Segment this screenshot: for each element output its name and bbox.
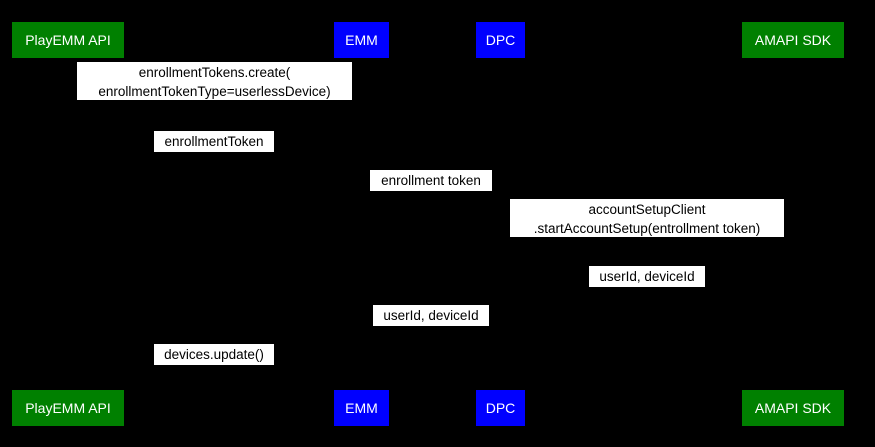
lifeline-dpc — [500, 58, 502, 390]
participant-amapi-sdk-header[interactable]: AMAPI SDK — [742, 22, 844, 58]
participant-label: EMM — [345, 32, 378, 48]
participant-label: EMM — [345, 400, 378, 416]
message-label-msg-3: enrollment token — [370, 170, 492, 191]
participant-playemm-api-header[interactable]: PlayEMM API — [12, 22, 124, 58]
participant-emm-footer[interactable]: EMM — [334, 390, 389, 426]
participant-dpc-footer[interactable]: DPC — [476, 390, 525, 426]
participant-emm-header[interactable]: EMM — [334, 22, 389, 58]
message-label-msg-2: enrollmentToken — [154, 131, 274, 152]
lifeline-playemm-api — [68, 58, 69, 390]
message-label-msg-5: userId, deviceId — [589, 266, 705, 287]
participant-label: PlayEMM API — [25, 400, 111, 416]
participant-amapi-sdk-footer[interactable]: AMAPI SDK — [742, 390, 844, 426]
participant-label: AMAPI SDK — [754, 32, 832, 48]
message-label-msg-6: userId, deviceId — [373, 305, 489, 326]
participant-label: AMAPI SDK — [754, 400, 832, 416]
lifeline-amapi-sdk — [793, 58, 794, 390]
message-label-msg-4: accountSetupClient .startAccountSetup(en… — [510, 199, 784, 237]
participant-label: DPC — [485, 32, 516, 48]
message-label-msg-1: enrollmentTokens.create( enrollmentToken… — [77, 62, 352, 100]
lifeline-emm — [361, 58, 363, 390]
participant-label: DPC — [485, 400, 516, 416]
participant-playemm-api-footer[interactable]: PlayEMM API — [12, 390, 124, 426]
message-label-msg-7: devices.update() — [154, 344, 274, 365]
participant-dpc-header[interactable]: DPC — [476, 22, 525, 58]
participant-label: PlayEMM API — [25, 32, 111, 48]
